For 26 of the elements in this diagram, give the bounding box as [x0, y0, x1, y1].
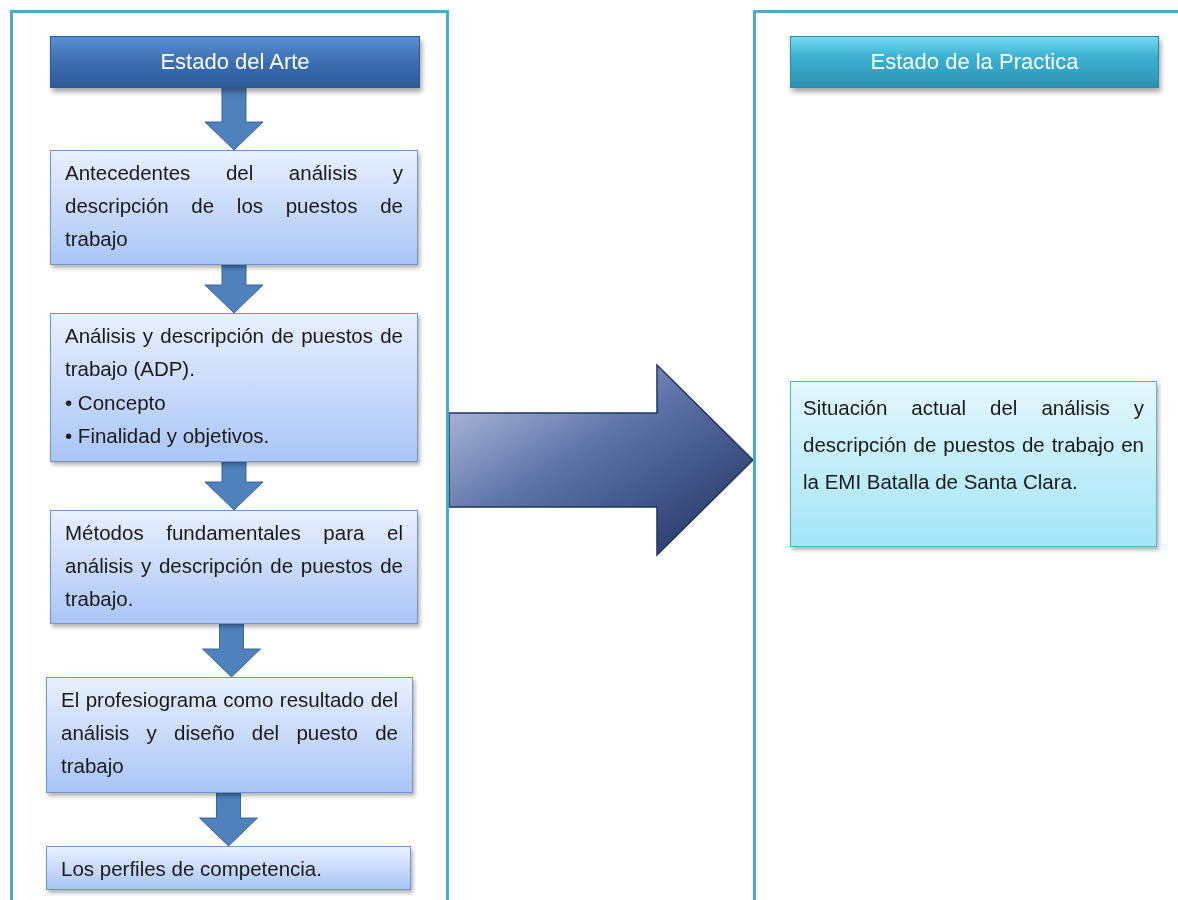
block-arrow: [204, 461, 264, 511]
process-box: [46, 677, 413, 793]
bullet-item: • Concepto: [65, 389, 167, 416]
box-text: Análisis y descripción de puestos de trabajo (ADP).: [65, 323, 403, 382]
process-box: [46, 846, 411, 890]
header-box: [790, 36, 1159, 88]
box-text: Situación actual del análisis y descripción de puestos de trabajo en la EMI Batalla de Santa Clara.: [803, 395, 1144, 495]
block-arrow: [204, 264, 264, 314]
block-arrow: [202, 623, 261, 678]
panel-frame: [753, 10, 1178, 900]
block-arrow: [199, 792, 258, 847]
box-text: Los perfiles de competencia.: [61, 856, 323, 882]
panel-frame: [10, 10, 449, 900]
process-box: [790, 381, 1157, 547]
header-title: Estado del Arte: [160, 49, 310, 75]
process-box: [50, 313, 418, 462]
block-arrow: [204, 85, 264, 151]
box-text: Métodos fundamentales para el análisis y descripción de puestos de trabajo.: [65, 520, 403, 612]
box-text: Antecedentes del análisis y descripción de los puestos de trabajo: [65, 160, 403, 252]
large-block-arrow: [448, 363, 755, 557]
process-box: [50, 510, 418, 624]
header-title: Estado de la Practica: [870, 49, 1079, 75]
process-box: [50, 150, 418, 265]
header-box: [50, 36, 420, 88]
bullet-item: • Finalidad y objetivos.: [65, 423, 271, 450]
box-text: El profesiograma como resultado del análisis y diseño del puesto de trabajo: [61, 687, 398, 779]
